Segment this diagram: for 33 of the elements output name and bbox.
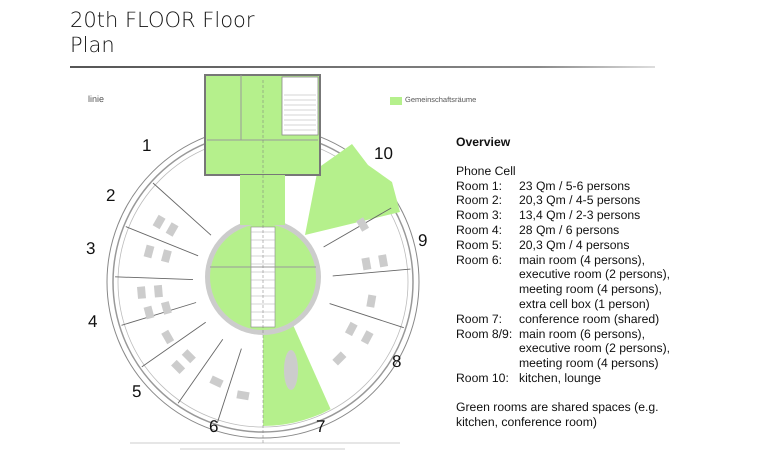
room-description: main room (4 persons), executive room (2 persons), meeting room (4 persons), extra cell box (1 person) — [519, 252, 672, 312]
room-number: 5 — [132, 382, 142, 402]
room-name: Room 4: — [456, 222, 504, 238]
room-description: 13,4 Qm / 2-3 persons — [519, 208, 642, 223]
room-name: Room 10: — [456, 370, 510, 386]
room-description: 28 Qm / 6 persons — [519, 222, 620, 238]
room-name: Room 7: — [456, 312, 504, 327]
room-description: 20,3 Qm / 4-5 persons — [519, 193, 642, 208]
room-name: Room 3: — [456, 208, 504, 223]
room-number: 1 — [142, 136, 152, 156]
overview-heading: Overview — [456, 135, 512, 150]
room-description: conference room (shared) — [519, 312, 660, 327]
room-name: Room 8/9: — [456, 326, 514, 343]
room-description: 23 Qm / 5-6 persons — [519, 178, 632, 194]
room-name: Room 2: — [456, 193, 504, 208]
room-number: 9 — [418, 231, 428, 251]
room-number: 7 — [316, 417, 326, 437]
room-name: Room 6: — [456, 252, 504, 269]
room-number: 4 — [88, 312, 98, 332]
room-description: main room (6 persons), executive room (2 persons), meeting room (4 persons) — [519, 326, 672, 371]
room-number: 2 — [106, 186, 116, 206]
page-title: 20th FLOOR Floor Plan — [70, 8, 256, 58]
room-number: 8 — [392, 352, 402, 372]
room-description: 20,3 Qm / 4 persons — [519, 238, 630, 253]
note-text: Green rooms are shared spaces (e.g. kitchen, conference room) — [456, 400, 660, 430]
room-number: 6 — [209, 417, 218, 437]
room-name: Room 1: — [456, 178, 504, 194]
room-description: kitchen, lounge — [519, 370, 602, 386]
room-name: Room 5: — [456, 238, 504, 253]
room-number: 3 — [86, 239, 96, 259]
list-item: Phone Cell — [456, 164, 517, 179]
plan-note: linie — [88, 94, 104, 104]
room-number: 10 — [374, 144, 393, 164]
